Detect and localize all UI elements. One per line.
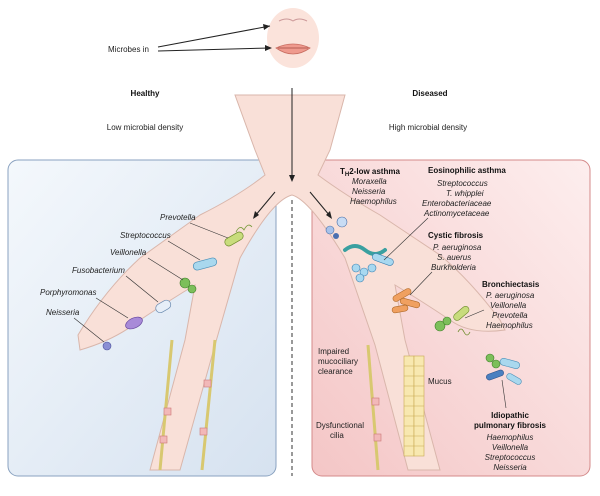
- ipf-microbe-4: Neisseria: [493, 463, 527, 472]
- airway-trachea: [77, 94, 506, 471]
- bronchiectasis-title: Bronchiectasis: [482, 280, 540, 289]
- arrow-to-nose: [157, 25, 271, 48]
- label-fusobacterium: Fusobacterium: [72, 266, 125, 275]
- arrowhead-right: [326, 211, 332, 219]
- dysfunctional-cilia-stalks: [366, 344, 382, 471]
- arrow-right-bronchus: [309, 191, 331, 217]
- diseased-subtitle: High microbial density: [389, 123, 467, 132]
- mucus-label: Mucus: [428, 377, 452, 386]
- br-microbe-3: Prevotella: [492, 311, 528, 320]
- arrow-left-bronchus: [254, 191, 276, 217]
- leader-cystic: [409, 271, 433, 296]
- leader-eosinophilic: [383, 217, 429, 261]
- ipf-title-2: pulmonary fibrosis: [474, 421, 547, 430]
- ipf-microbe-1: Haemophilus: [487, 433, 534, 442]
- ipf-microbe-3: Streptococcus: [485, 453, 536, 462]
- ipf-title-1: Idiopathic: [491, 411, 529, 420]
- eos-microbe-4: Actinomycetaceae: [423, 209, 490, 218]
- th2-microbe-3: Haemophilus: [350, 197, 397, 206]
- arrowhead-left: [253, 211, 259, 219]
- cf-microbe-1: P. aeruginosa: [433, 243, 482, 252]
- br-microbe-1: P. aeruginosa: [486, 291, 535, 300]
- label-porphyromonas: Porphyromonas: [40, 288, 96, 297]
- th2-microbe-2: Neisseria: [352, 187, 386, 196]
- diseased-title: Diseased: [412, 89, 447, 98]
- br-microbe-4: Haemophilus: [486, 321, 533, 330]
- healthy-cilia-stalks: [158, 339, 217, 471]
- leader-bronchiectasis: [464, 309, 485, 319]
- label-neisseria-healthy: Neisseria: [46, 308, 80, 317]
- arrowhead-mouth: [265, 45, 272, 51]
- mouth-icon: [267, 8, 319, 68]
- eos-microbe-1: Streptococcus: [437, 179, 488, 188]
- th2-low-asthma-title: TH2-low asthma: [340, 167, 400, 178]
- healthy-microbe-icons: [102, 224, 253, 351]
- impaired-line-1: Impaired: [318, 347, 349, 356]
- th2-microbe-1: Moraxella: [352, 177, 387, 186]
- label-prevotella: Prevotella: [160, 213, 196, 222]
- leader-fusobacterium: [125, 275, 159, 303]
- mucus-cell-stack: [403, 355, 425, 457]
- eos-microbe-3: Enterobacteriaceae: [422, 199, 492, 208]
- ipf-microbe-2: Veillonella: [492, 443, 529, 452]
- impaired-line-2: mucociliary: [318, 357, 358, 366]
- arrowhead-nose: [263, 24, 270, 30]
- eosinophilic-title: Eosinophilic asthma: [428, 166, 506, 175]
- arrowhead-down: [289, 175, 295, 182]
- arrow-to-mouth: [157, 47, 271, 52]
- br-microbe-2: Veillonella: [490, 301, 527, 310]
- label-veillonella: Veillonella: [110, 248, 147, 257]
- dysfunctional-line-1: Dysfunctional: [316, 421, 364, 430]
- impaired-line-3: clearance: [318, 367, 353, 376]
- cystic-fibrosis-title: Cystic fibrosis: [428, 231, 484, 240]
- label-streptococcus: Streptococcus: [120, 231, 171, 240]
- dysfunctional-line-2: cilia: [330, 431, 344, 440]
- leader-streptococcus: [167, 240, 201, 261]
- leader-ipf: [501, 379, 507, 409]
- cf-microbe-3: Burkholderia: [431, 263, 476, 272]
- eos-microbe-2: T. whipplei: [446, 189, 484, 198]
- healthy-subtitle: Low microbial density: [107, 123, 183, 132]
- leader-porphyromonas: [95, 297, 129, 319]
- microbes-in-label: Microbes in: [108, 45, 149, 54]
- healthy-title: Healthy: [131, 89, 160, 98]
- leader-prevotella: [189, 222, 229, 239]
- leader-veillonella: [147, 257, 184, 281]
- leader-neisseria: [73, 317, 105, 343]
- diseased-microbe-icons: [325, 216, 522, 385]
- cf-microbe-2: S. auerus: [437, 253, 471, 262]
